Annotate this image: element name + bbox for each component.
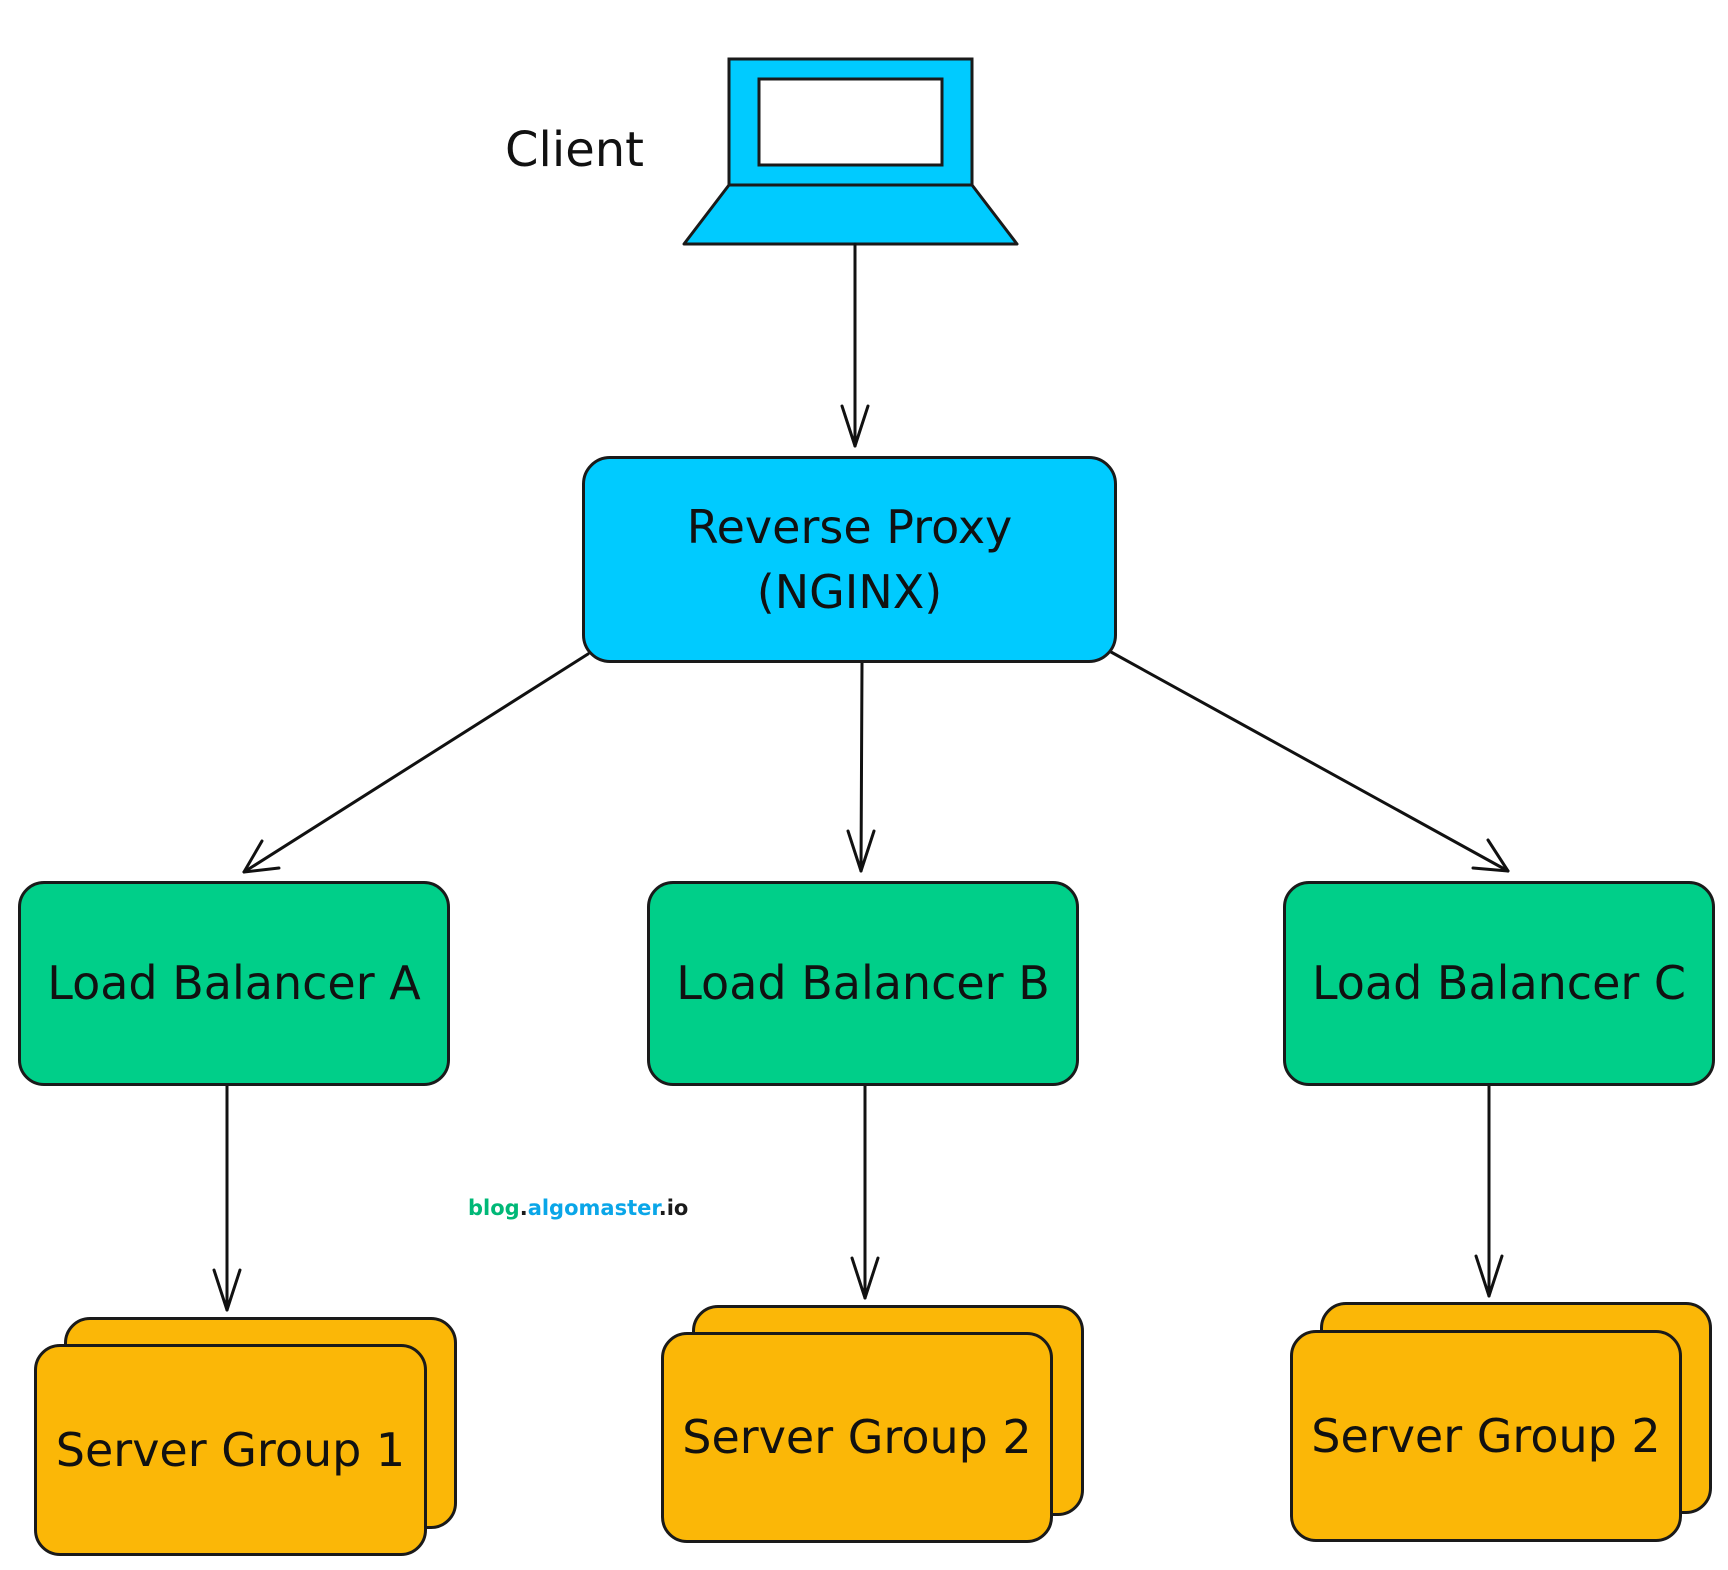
laptop-icon — [682, 57, 1019, 246]
server-group-3-label: Server Group 2 — [1311, 1408, 1661, 1463]
load-balancer-a-label: Load Balancer A — [47, 956, 421, 1011]
server-group-1-label: Server Group 1 — [55, 1422, 406, 1477]
watermark-part2: algomaster — [527, 1196, 659, 1220]
watermark-dot1: . — [519, 1196, 528, 1220]
client-label: Client — [505, 122, 644, 178]
server-group-1-node[interactable]: Server Group 1 — [34, 1344, 427, 1556]
server-group-3-node[interactable]: Server Group 2 — [1290, 1330, 1682, 1542]
reverse-proxy-line1: Reverse Proxy — [686, 500, 1013, 555]
load-balancer-b-node[interactable]: Load Balancer B — [647, 881, 1079, 1086]
server-group-2-label: Server Group 2 — [682, 1410, 1032, 1465]
reverse-proxy-line2: (NGINX) — [756, 564, 943, 619]
reverse-proxy-node[interactable]: Reverse Proxy (NGINX) — [582, 456, 1117, 663]
load-balancer-c-node[interactable]: Load Balancer C — [1283, 881, 1715, 1086]
watermark-dot2: .io — [658, 1196, 689, 1220]
load-balancer-b-label: Load Balancer B — [676, 956, 1050, 1011]
watermark: blog.algomaster.io — [468, 1196, 688, 1220]
arrow-proxy-lb-a — [242, 652, 590, 874]
reverse-proxy-text: Reverse Proxy (NGINX) — [687, 495, 1013, 624]
watermark-part1: blog — [468, 1196, 520, 1220]
server-group-2-node[interactable]: Server Group 2 — [661, 1332, 1053, 1543]
load-balancer-c-label: Load Balancer C — [1311, 956, 1687, 1011]
arrow-proxy-lb-b — [859, 661, 864, 873]
load-balancer-a-node[interactable]: Load Balancer A — [18, 881, 450, 1086]
arrow-proxy-lb-c — [1109, 650, 1510, 873]
